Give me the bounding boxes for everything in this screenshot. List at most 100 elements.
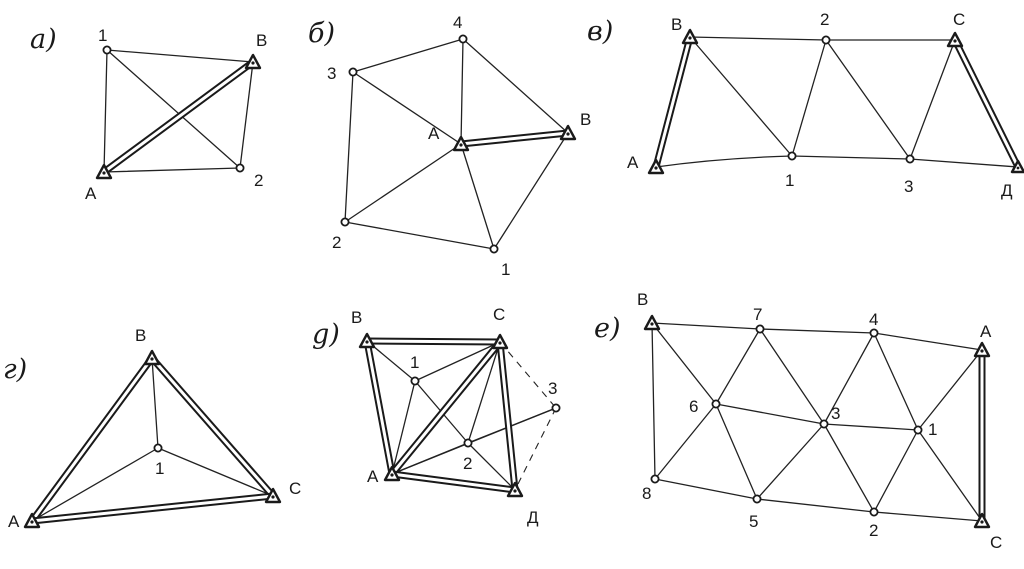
- point-1: [489, 244, 499, 254]
- edge: [651, 322, 717, 405]
- label-C: C: [953, 10, 965, 29]
- edge: [414, 341, 501, 382]
- label-2: 2: [332, 233, 341, 252]
- edge: [106, 49, 241, 169]
- label-A: A: [85, 184, 97, 203]
- label-3: 3: [548, 379, 557, 398]
- label-A: A: [980, 322, 992, 341]
- label-C: C: [289, 479, 301, 498]
- label-3: 3: [904, 177, 913, 196]
- edge: [651, 322, 656, 480]
- label-3: 3: [831, 404, 840, 423]
- edge: [352, 71, 462, 145]
- edge: [759, 328, 875, 334]
- station-B: [559, 124, 577, 141]
- station-A: [383, 465, 401, 482]
- label-2: 2: [820, 10, 829, 29]
- edge: [689, 36, 827, 41]
- edge: [366, 340, 416, 382]
- panel-e: e) 7 4 6 3: [594, 290, 1002, 552]
- station-A: [23, 512, 41, 529]
- edge: [823, 423, 919, 431]
- edge: [756, 498, 875, 513]
- label-A: A: [367, 467, 379, 486]
- edge: [655, 155, 1019, 168]
- station-B: [244, 53, 262, 70]
- label-1: 1: [98, 26, 107, 45]
- point-6: [711, 399, 721, 409]
- point-2: [869, 507, 879, 517]
- label-1: 1: [785, 171, 794, 190]
- station-D: [506, 481, 524, 498]
- point-5: [752, 494, 762, 504]
- dashed-edge: [514, 407, 557, 491]
- edge: [103, 49, 108, 173]
- label-2: 2: [463, 454, 472, 473]
- edge: [493, 132, 569, 250]
- edge: [462, 38, 569, 134]
- edge: [715, 328, 761, 405]
- label-A: A: [8, 512, 20, 531]
- edge: [467, 341, 501, 444]
- label-7: 7: [753, 305, 762, 324]
- edge: [917, 349, 983, 431]
- edge: [909, 39, 956, 160]
- label-6: 6: [689, 397, 698, 416]
- label-1: 1: [155, 459, 164, 478]
- edge: [31, 447, 159, 522]
- edge: [823, 332, 875, 425]
- point-3: [348, 67, 358, 77]
- point-2: [340, 217, 350, 227]
- point-1: [787, 151, 797, 161]
- label-5: 5: [749, 512, 758, 531]
- label-C: C: [990, 533, 1002, 552]
- point-4: [458, 34, 468, 44]
- edge: [344, 221, 495, 250]
- dashed-edge: [499, 341, 557, 409]
- label-A: A: [428, 124, 440, 143]
- point-7: [755, 324, 765, 334]
- point-1: [410, 376, 420, 386]
- point-4: [869, 328, 879, 338]
- label-D: Д: [527, 508, 539, 527]
- point-1: [913, 425, 923, 435]
- edge: [467, 442, 516, 491]
- station-D: [1010, 159, 1024, 174]
- panel-e-title: e): [594, 313, 621, 344]
- station-C: [973, 512, 991, 529]
- edge: [654, 403, 717, 480]
- label-4: 4: [869, 310, 878, 329]
- edge: [239, 61, 254, 169]
- label-B: B: [135, 326, 146, 345]
- label-D: Д: [1001, 181, 1013, 200]
- label-B: B: [637, 290, 648, 309]
- edge: [391, 380, 416, 475]
- panel-v: в) 2 1 3 B C A Д: [587, 10, 1024, 200]
- point-8: [650, 474, 660, 484]
- station-B: [643, 314, 661, 331]
- edge: [873, 332, 983, 351]
- edge: [715, 403, 758, 500]
- edge: [103, 167, 241, 173]
- edge: [460, 38, 464, 145]
- point-3: [819, 419, 829, 429]
- edge: [344, 71, 354, 223]
- edge: [460, 143, 495, 250]
- edge: [823, 423, 875, 513]
- station-C: [264, 487, 282, 504]
- panel-a-title: а): [30, 24, 57, 55]
- label-4: 4: [453, 13, 462, 32]
- label-1: 1: [928, 420, 937, 439]
- edge: [791, 39, 827, 157]
- edge: [759, 328, 825, 425]
- edge: [352, 38, 464, 73]
- label-B: B: [671, 15, 682, 34]
- edge: [873, 429, 919, 513]
- edge: [715, 403, 825, 425]
- edge: [654, 478, 758, 500]
- panel-a: а) 1 2 A B: [30, 24, 267, 203]
- label-A: A: [627, 153, 639, 172]
- panel-b-title: б): [308, 18, 335, 49]
- edge: [344, 143, 462, 223]
